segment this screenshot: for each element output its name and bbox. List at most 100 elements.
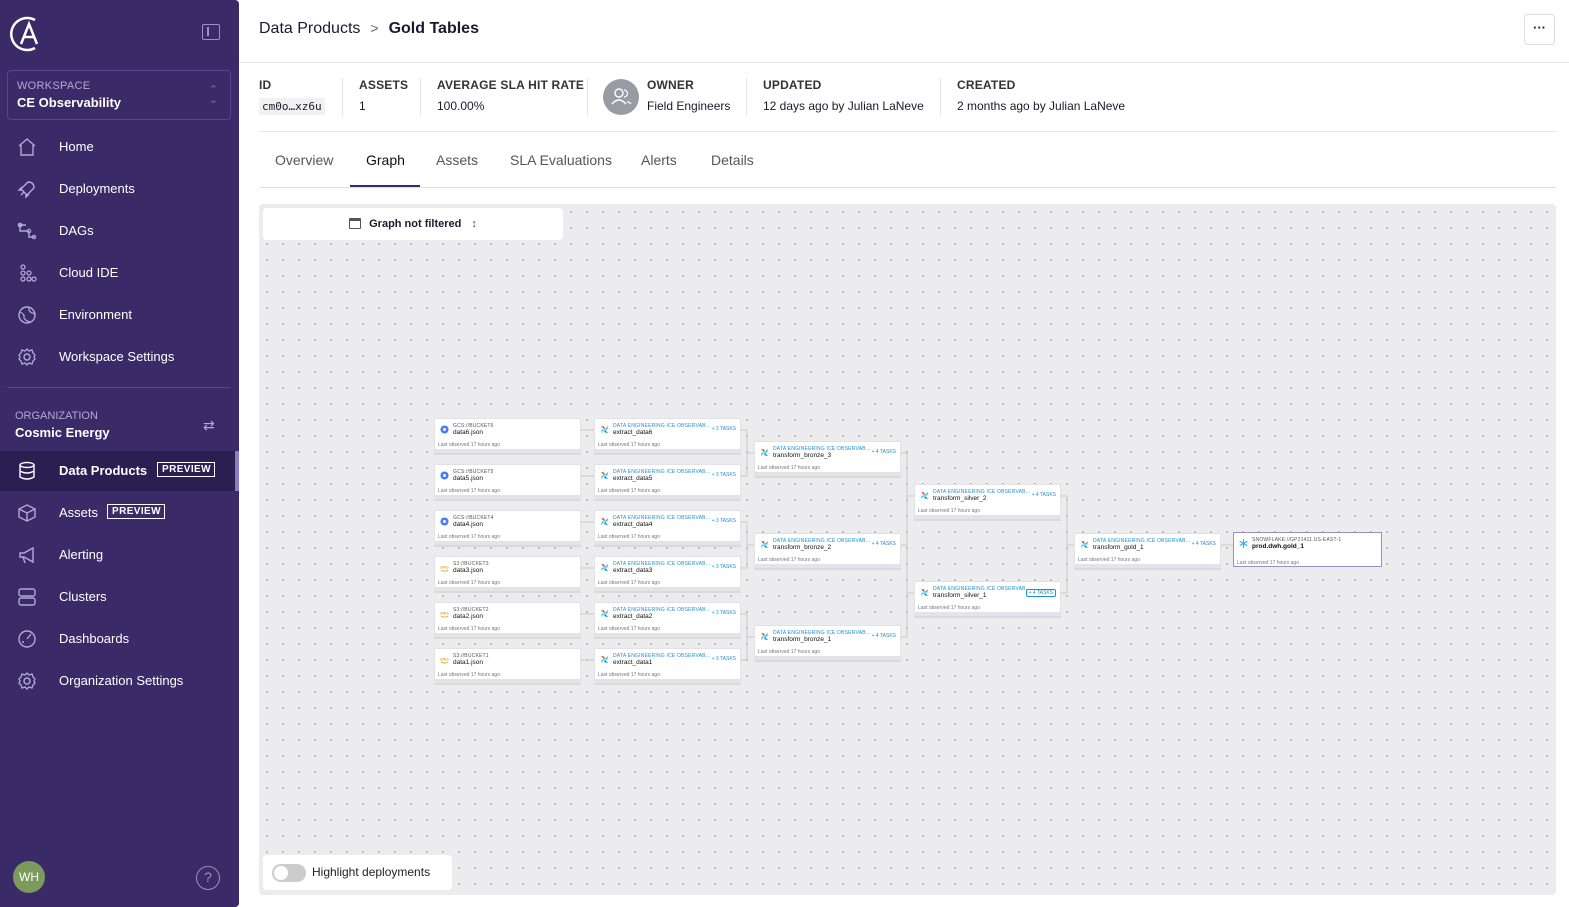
graph-node-bronze[interactable]: DATA ENGINEERING ICE OBSERVAB...transfor… — [754, 625, 901, 657]
user-avatar[interactable]: WH — [13, 861, 45, 893]
expand-tasks-button[interactable]: + 4 TASKS — [871, 633, 896, 639]
graph-node-extract[interactable]: DATA ENGINEERING ICE OBSERVAB...extract_… — [594, 556, 741, 588]
organization-name: Cosmic Energy — [15, 425, 110, 440]
organization-label: ORGANIZATION — [15, 410, 98, 422]
cloud-ide-icon — [20, 264, 37, 282]
graph-node-silver[interactable]: DATA ENGINEERING ICE OBSERVAB...transfor… — [914, 581, 1061, 613]
graph-node-extract[interactable]: DATA ENGINEERING ICE OBSERVAB...extract_… — [594, 510, 741, 542]
more-options-button[interactable]: ··· — [1524, 14, 1555, 45]
graph-node-bronze[interactable]: DATA ENGINEERING ICE OBSERVAB...transfor… — [754, 441, 901, 473]
node-last-observed: Last observed 17 hours ago — [598, 488, 660, 494]
switch-organization-icon[interactable]: ⇄ — [203, 417, 215, 433]
sidebar-item-clusters[interactable]: Clusters — [0, 577, 235, 617]
tab-details[interactable]: Details — [711, 152, 754, 168]
sidebar-item-cloud-ide[interactable]: Cloud IDE — [0, 253, 235, 293]
preview-badge: PREVIEW — [107, 504, 165, 519]
expand-tasks-button[interactable]: + 3 TASKS — [711, 610, 736, 616]
node-source: SNOWFLAKE://GP21411.US-EAST-1 — [1252, 537, 1342, 543]
gauge-icon — [18, 630, 36, 648]
graph-node-extract[interactable]: DATA ENGINEERING ICE OBSERVAB...extract_… — [594, 464, 741, 496]
sidebar-item-label: Alerting — [59, 547, 104, 562]
node-source: GCS://BUCKET6 — [453, 423, 494, 429]
breadcrumb-parent[interactable]: Data Products — [259, 20, 361, 37]
sidebar-item-dashboards[interactable]: Dashboards — [0, 619, 235, 659]
meta-sla-value: 100.00% — [437, 99, 485, 113]
database-icon — [19, 461, 35, 480]
sidebar-item-label: Environment — [59, 307, 132, 322]
gear-icon — [18, 672, 36, 690]
sidebar-item-dags[interactable]: DAGs — [0, 211, 235, 251]
owner-link[interactable]: Field Engineers — [647, 99, 731, 113]
node-name: extract_data3 — [613, 567, 653, 574]
expand-tasks-button[interactable]: + 4 TASKS — [1191, 541, 1216, 547]
meta-created-value: 2 months ago by Julian LaNeve — [957, 99, 1126, 113]
graph-node-gold[interactable]: DATA ENGINEERING ICE OBSERVAB...transfor… — [1074, 533, 1221, 565]
node-name: data6.json — [453, 429, 483, 436]
workspace-selector[interactable]: WORKSPACE CE Observability ⌃⌄ — [7, 70, 231, 120]
astronomer-logo[interactable] — [9, 14, 43, 54]
tab-assets[interactable]: Assets — [436, 152, 479, 168]
node-last-observed: Last observed 17 hours ago — [1078, 557, 1140, 563]
tab-sla-evaluations[interactable]: SLA Evaluations — [510, 152, 612, 168]
gear-icon — [18, 348, 36, 366]
help-icon[interactable]: ? — [196, 866, 220, 890]
meta-divider-bottom — [259, 131, 1556, 132]
meta-divider — [587, 78, 588, 116]
expand-tasks-button[interactable]: + 4 TASKS — [871, 541, 896, 547]
sidebar-item-environment[interactable]: Environment — [0, 295, 235, 335]
graph-node-extract[interactable]: DATA ENGINEERING ICE OBSERVAB...extract_… — [594, 418, 741, 450]
svg-text:aws: aws — [440, 657, 449, 662]
node-last-observed: Last observed 17 hours ago — [438, 488, 500, 494]
home-icon — [18, 138, 36, 156]
node-name: transform_silver_1 — [933, 592, 987, 599]
expand-tasks-button[interactable]: + 4 TASKS — [1031, 492, 1056, 498]
graph-node-bronze[interactable]: DATA ENGINEERING ICE OBSERVAB...transfor… — [754, 533, 901, 565]
sidebar-item-organization-settings[interactable]: Organization Settings — [0, 661, 235, 701]
sidebar-item-workspace-settings[interactable]: Workspace Settings — [0, 337, 235, 377]
node-source: DATA ENGINEERING ICE OBSERVAB... — [933, 586, 1031, 592]
owner-avatar — [603, 79, 639, 115]
expand-tasks-button[interactable]: + 3 TASKS — [711, 564, 736, 570]
expand-tasks-button[interactable]: + 3 TASKS — [711, 472, 736, 478]
tab-overview[interactable]: Overview — [275, 152, 334, 168]
breadcrumb-separator-icon: > — [370, 20, 379, 36]
tab-alerts[interactable]: Alerts — [641, 152, 677, 168]
meta-id: ID cm0o…xz6u — [259, 78, 325, 115]
expand-tasks-button[interactable]: + 3 TASKS — [711, 518, 736, 524]
highlight-deployments-toggle[interactable] — [272, 864, 306, 882]
expand-tasks-button[interactable]: + 4 TASKS — [871, 449, 896, 455]
meta-owner-label: OWNER — [647, 78, 694, 92]
graph-node-silver[interactable]: DATA ENGINEERING ICE OBSERVAB...transfor… — [914, 484, 1061, 516]
graph-node-extract[interactable]: DATA ENGINEERING ICE OBSERVAB...extract_… — [594, 602, 741, 634]
expand-tasks-button[interactable]: + 4 TASKS — [1025, 589, 1056, 597]
meta-id-value[interactable]: cm0o…xz6u — [259, 98, 325, 115]
tab-graph[interactable]: Graph — [366, 152, 405, 168]
node-name: extract_data4 — [613, 521, 653, 528]
collapse-sidebar-icon[interactable] — [202, 24, 220, 40]
node-last-observed: Last observed 17 hours ago — [598, 534, 660, 540]
workspace-name: CE Observability — [17, 95, 122, 110]
sidebar-item-home[interactable]: Home — [0, 127, 235, 167]
graph-filter-button[interactable]: Graph not filtered↕ — [263, 208, 563, 240]
expand-tasks-button[interactable]: + 3 TASKS — [711, 426, 736, 432]
airflow-icon — [600, 609, 609, 618]
sidebar-item-deployments[interactable]: Deployments — [0, 169, 235, 209]
graph-node-extract[interactable]: DATA ENGINEERING ICE OBSERVAB...extract_… — [594, 648, 741, 680]
tab-bar: Overview Graph Assets SLA Evaluations Al… — [259, 132, 1556, 188]
sidebar-item-alerting[interactable]: Alerting — [0, 535, 235, 575]
node-last-observed: Last observed 17 hours ago — [918, 605, 980, 611]
node-name: data5.json — [453, 475, 483, 482]
meta-assets-label: ASSETS — [359, 78, 409, 92]
airflow-icon — [920, 588, 929, 597]
meta-owner: OWNER Field Engineers — [647, 78, 730, 113]
expand-tasks-button[interactable]: + 3 TASKS — [711, 656, 736, 662]
